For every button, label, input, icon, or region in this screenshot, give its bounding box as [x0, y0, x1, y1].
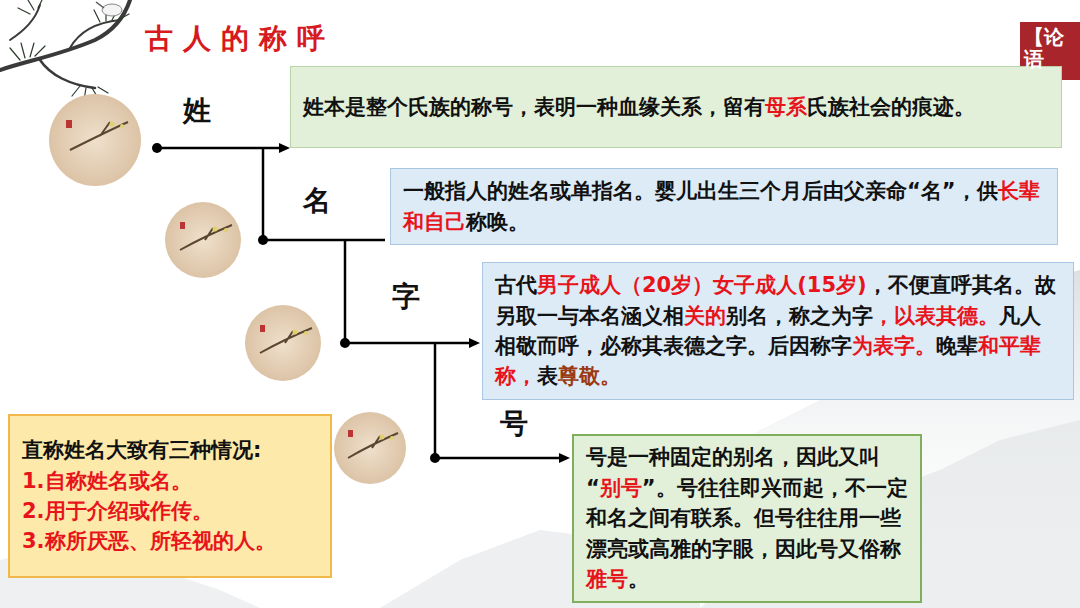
plum-circle [49, 94, 141, 186]
crane [96, 2, 122, 16]
category-label: 姓 [183, 92, 211, 130]
mountains [0, 270, 1080, 608]
definition-box: 古代男子成人（20岁）女子成人(15岁)，不便直呼其名。故另取一与本名涵义相关的… [482, 262, 1074, 400]
box-text: 号是一种固定的别名，因此又叫“别号”。号往往即兴而起，不一定和名之间有联系。但号… [586, 442, 908, 594]
pine-tree [0, 0, 130, 100]
list-item: 1.自称姓名或名。 [22, 466, 318, 496]
category-label: 名 [303, 182, 331, 220]
box-text: 姓本是整个氏族的称号，表明一种血缘关系，留有母系氏族社会的痕迹。 [303, 92, 1049, 122]
definition-box: 号是一种固定的别名，因此又叫“别号”。号往往即兴而起，不一定和名之间有联系。但号… [572, 434, 922, 603]
list-item: 2.用于介绍或作传。 [22, 496, 318, 526]
plum-circle [245, 305, 321, 381]
box-text: 古代男子成人（20岁）女子成人(15岁)，不便直呼其名。故另取一与本名涵义相关的… [495, 270, 1061, 392]
slide-title: 古人的称呼 [145, 20, 335, 58]
box-text: 直称姓名大致有三种情况: [22, 435, 318, 465]
definition-box: 一般指人的姓名或单指名。婴儿出生三个月后由父亲命“名”，供长辈和自己称唤。 [390, 168, 1058, 245]
plum-circle [334, 412, 406, 484]
definition-box: 姓本是整个氏族的称号，表明一种血缘关系，留有母系氏族社会的痕迹。 [290, 66, 1062, 148]
list-item: 3.称所厌恶、所轻视的人。 [22, 526, 318, 556]
note-box: 直称姓名大致有三种情况:1.自称姓名或名。2.用于介绍或作传。3.称所厌恶、所轻… [8, 414, 332, 578]
category-label: 号 [500, 405, 528, 443]
plum-circle [165, 202, 241, 278]
box-text: 一般指人的姓名或单指名。婴儿出生三个月后由父亲命“名”，供长辈和自己称唤。 [403, 176, 1045, 237]
seal-text: 【论语 [1024, 26, 1044, 70]
category-label: 字 [392, 278, 420, 316]
